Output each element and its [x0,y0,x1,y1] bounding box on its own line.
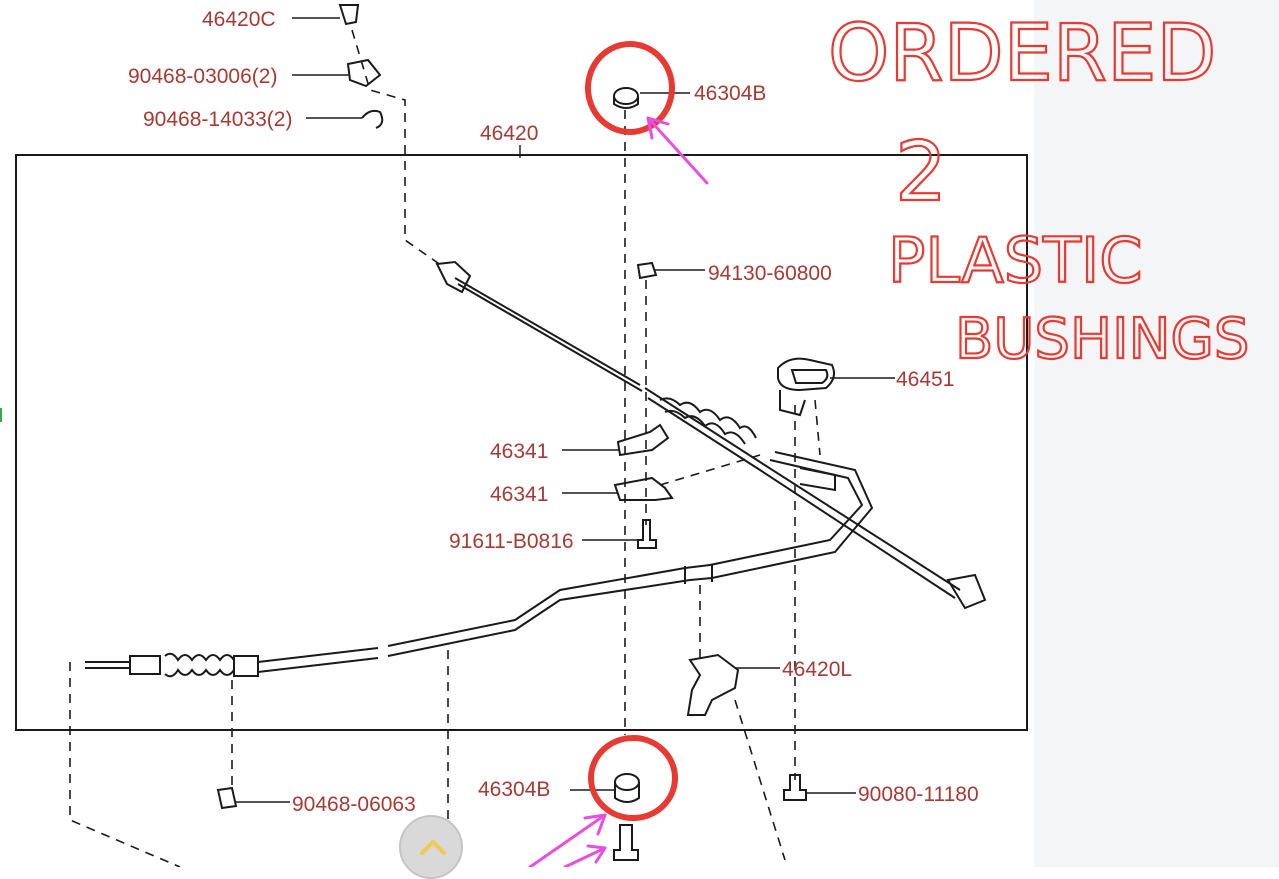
scroll-up-button[interactable] [399,815,463,879]
part-label-90468-03006: 90468-03006(2) [128,65,277,88]
label-leaders [236,17,895,803]
side-panel [1034,0,1279,867]
part-label-46420c: 46420C [202,8,276,31]
annotation-arrows [528,116,709,867]
left-edge-marker [0,408,2,422]
part-label-91611-b0816: 91611-B0816 [449,530,574,553]
part-label-46304b-top: 46304B [694,82,766,105]
annotation-ordered: ORDERED [828,9,1216,99]
annotation-count: 2 [895,125,947,220]
part-label-90468-14033: 90468-14033(2) [143,108,292,131]
part-label-94130-60800: 94130-60800 [708,262,832,285]
part-label-90080-11180: 90080-11180 [858,783,979,806]
part-label-46420: 46420 [480,122,538,145]
highlight-circle-top [585,41,675,135]
part-label-46341-b: 46341 [490,483,548,506]
highlight-circle-bottom [588,735,678,821]
part-label-90468-06063: 90468-06063 [292,793,416,816]
annotation-bushings: BUSHINGS [955,307,1249,372]
assembly-box [15,154,1028,731]
chevron-up-icon [420,840,446,855]
part-label-46341-a: 46341 [490,440,548,463]
part-label-46304b-bottom: 46304B [478,778,550,801]
part-label-46451: 46451 [896,368,954,391]
part-label-46420l: 46420L [782,658,852,681]
cable-drawing [85,4,987,861]
annotation-plastic: PLASTIC [888,224,1143,297]
dashed-leaders [69,29,821,867]
